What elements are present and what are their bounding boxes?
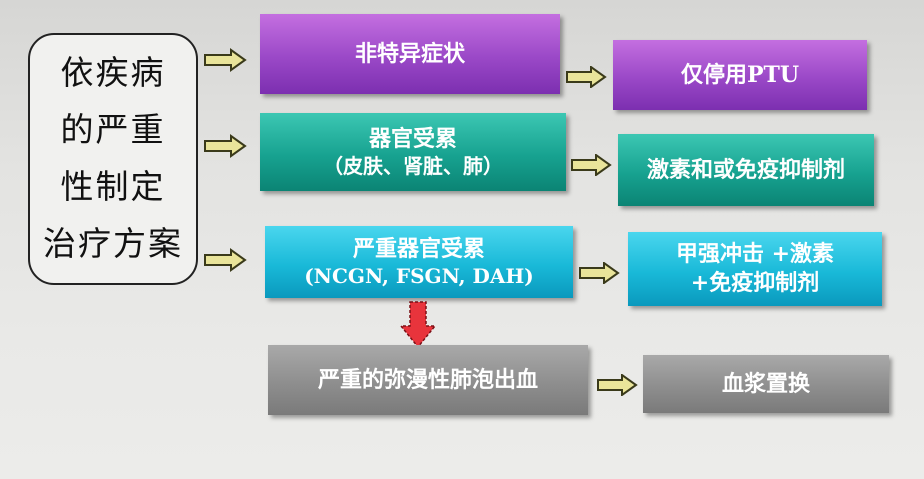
treatment-text-line-1: 甲强冲击 +激素 bbox=[675, 241, 835, 268]
treatment-box-steroids-immunosuppressants: 激素和或免疫抑制剂 bbox=[618, 134, 874, 206]
treatment-box-stop-ptu: 仅停用PTU bbox=[613, 40, 867, 110]
label-line-2: 的严重 bbox=[60, 110, 166, 150]
condition-box-organ-involvement: 器官受累 （皮肤、肾脏、肺） bbox=[260, 113, 566, 191]
arrow-right-icon bbox=[571, 154, 612, 176]
treatment-text: 激素和或免疫抑制剂 bbox=[646, 156, 845, 183]
label-line-3: 性制定 bbox=[60, 167, 166, 207]
condition-text-line-1: 器官受累 bbox=[368, 125, 457, 152]
condition-text-line-1: 严重器官受累 bbox=[352, 235, 485, 262]
arrow-right-icon bbox=[204, 134, 247, 158]
treatment-box-pulse-therapy: 甲强冲击 +激素 +免疫抑制剂 bbox=[628, 232, 882, 306]
condition-text-line-2: （皮肤、肾脏、肺） bbox=[323, 154, 503, 179]
treatment-text: 仅停用PTU bbox=[680, 61, 800, 88]
disease-severity-label-box: 依疾病 的严重 性制定 治疗方案 bbox=[28, 33, 198, 285]
treatment-text: 血浆置换 bbox=[721, 370, 810, 397]
condition-text: 严重的弥漫性肺泡出血 bbox=[317, 366, 538, 393]
condition-text: 非特异症状 bbox=[354, 40, 465, 67]
condition-box-alveolar-hemorrhage: 严重的弥漫性肺泡出血 bbox=[268, 345, 588, 415]
arrow-down-icon bbox=[399, 301, 437, 349]
condition-box-severe-organ-involvement: 严重器官受累 (NCGN, FSGN, DAH) bbox=[265, 226, 573, 298]
arrow-right-icon bbox=[597, 374, 638, 396]
treatment-box-plasma-exchange: 血浆置换 bbox=[643, 355, 889, 413]
treatment-text-line-2: +免疫抑制剂 bbox=[690, 270, 820, 296]
arrow-right-icon bbox=[204, 248, 247, 272]
label-line-1: 依疾病 bbox=[60, 53, 166, 93]
arrow-right-icon bbox=[579, 262, 620, 284]
condition-box-nonspecific: 非特异症状 bbox=[260, 14, 560, 94]
arrow-right-icon bbox=[204, 48, 247, 72]
condition-text-line-2: (NCGN, FSGN, DAH) bbox=[304, 264, 534, 289]
label-line-4: 治疗方案 bbox=[43, 224, 183, 264]
arrow-right-icon bbox=[566, 66, 607, 88]
